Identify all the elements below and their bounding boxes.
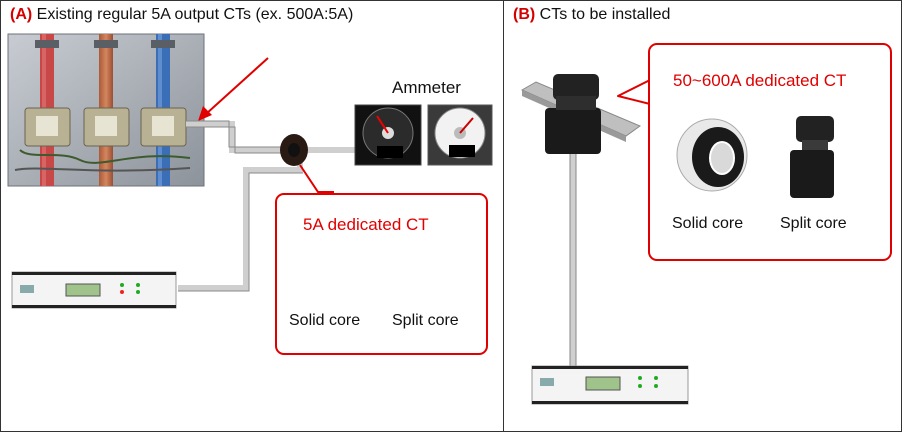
callout-600a-ct-title: 50~600A dedicated CT <box>673 71 847 90</box>
callout-5a-ct <box>275 193 488 355</box>
split-core-5a-label: Split core <box>392 312 459 329</box>
ct-5a-on-cable <box>280 134 308 166</box>
panel-b-title: CTs to be installed <box>539 6 671 23</box>
panel-divider <box>503 0 504 432</box>
callout-5a-ct-title: 5A dedicated CT <box>303 215 429 234</box>
solid-core-5a-label: Solid core <box>289 312 361 329</box>
ct-b-on-busbar <box>545 74 601 154</box>
panel-b-heading: (B) CTs to be installed <box>513 6 670 24</box>
monitor-unit-b <box>531 365 689 405</box>
split-core-600a-label: Split core <box>780 215 847 232</box>
panel-a-heading: (A) Existing regular 5A output CTs (ex. … <box>10 6 353 24</box>
arrow-head-a <box>198 106 212 121</box>
arrow-line-a <box>205 57 269 115</box>
callout-pointer-b <box>617 79 651 105</box>
ammeter-label: Ammeter <box>392 78 461 97</box>
panel-b-tag: (B) <box>513 6 536 23</box>
panel-a-title: Existing regular 5A output CTs (ex. 500A… <box>36 6 354 23</box>
callout-pointer-a <box>299 164 334 193</box>
monitor-unit-a <box>11 271 177 309</box>
panel-a-tag: (A) <box>10 6 33 23</box>
ammeter-2 <box>427 104 493 166</box>
solid-core-600a-label: Solid core <box>672 215 744 232</box>
ammeter-1 <box>354 104 422 166</box>
cabinet-photo <box>7 33 205 187</box>
cable-b <box>570 154 576 366</box>
